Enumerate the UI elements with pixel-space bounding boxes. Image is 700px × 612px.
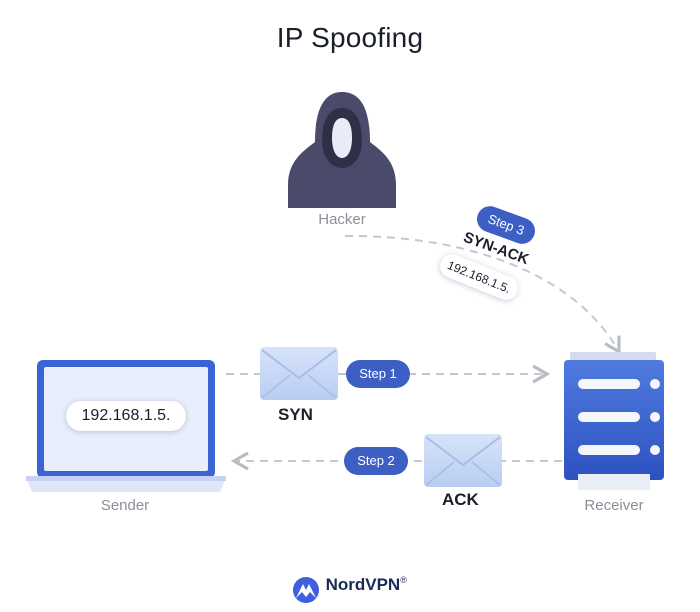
arrow-hacker-to-receiver bbox=[344, 234, 621, 355]
brand-footer: NordVPN® bbox=[0, 575, 700, 595]
hacker-label: Hacker bbox=[318, 211, 366, 228]
ack-envelope-icon bbox=[424, 434, 502, 487]
sender-ip-pill: 192.168.1.5. bbox=[66, 401, 186, 431]
brand-name: NordVPN bbox=[325, 575, 401, 594]
nordvpn-logo-icon bbox=[293, 577, 319, 603]
brand-mark: ® bbox=[400, 575, 407, 585]
syn-envelope-icon bbox=[260, 347, 338, 400]
sender-label: Sender bbox=[100, 497, 150, 514]
ack-label: ACK bbox=[442, 490, 479, 509]
server-icon bbox=[564, 352, 664, 490]
page-title: IP Spoofing bbox=[276, 22, 424, 53]
syn-label: SYN bbox=[278, 405, 313, 424]
hacker-icon bbox=[288, 92, 396, 208]
step2-pill: Step 2 bbox=[344, 447, 408, 475]
receiver-label: Receiver bbox=[584, 497, 644, 514]
step1-pill: Step 1 bbox=[346, 360, 410, 388]
